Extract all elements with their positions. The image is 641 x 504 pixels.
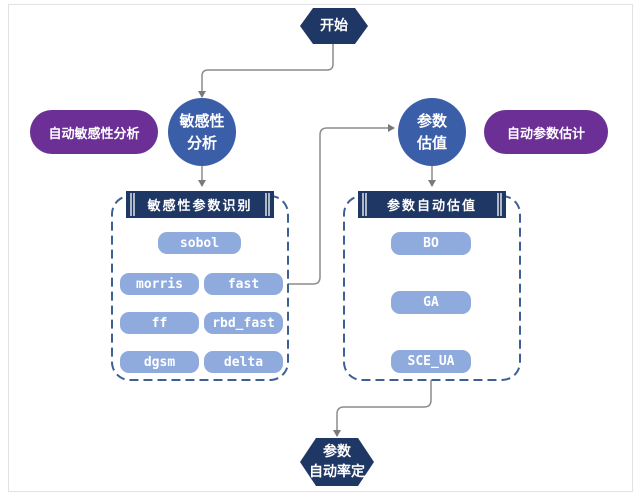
method-ff: ff [120, 312, 199, 334]
start-label: 开始 [300, 8, 368, 44]
sensitivity-panel-title: 敏感性参数识别 [147, 199, 253, 214]
end-line2: 自动率定 [309, 464, 365, 480]
auto-estimation-badge: 自动参数估计 [484, 110, 608, 154]
method-sobol: sobol [158, 232, 241, 254]
estimation-node-line2: 估值 [416, 134, 447, 152]
method-sce-ua: SCE_UA [391, 350, 471, 373]
connector-fast-to-estimation [287, 124, 395, 285]
connector-start-to-sensitivity [198, 44, 334, 98]
estimation-panel-header-bg [358, 191, 506, 218]
estimation-node-line1: 参数 [416, 112, 447, 130]
sensitivity-circle [168, 98, 236, 166]
method-rbd-fast: rbd_fast [204, 312, 283, 334]
method-delta: delta [204, 351, 283, 373]
sensitivity-node-label: 敏感性 分析 [168, 98, 236, 166]
sensitivity-panel-header-bg [126, 191, 274, 218]
estimation-panel-title: 参数自动估值 [386, 199, 477, 214]
end-hexagon [300, 438, 374, 486]
method-dgsm: dgsm [120, 351, 199, 373]
sensitivity-node-line2: 分析 [186, 134, 217, 152]
estimation-circle [398, 98, 466, 166]
start-hexagon [300, 8, 368, 44]
auto-sensitivity-badge: 自动敏感性分析 [30, 110, 158, 154]
end-line1: 参数 [323, 444, 351, 460]
method-ga: GA [391, 291, 471, 314]
connector-sceua-to-end [333, 373, 432, 437]
sensitivity-node-line1: 敏感性 [179, 112, 225, 130]
end-label: 参数 自动率定 [300, 438, 374, 486]
method-bo: BO [391, 232, 471, 255]
method-morris: morris [120, 273, 199, 295]
start-text: 开始 [320, 18, 348, 34]
estimation-node-label: 参数 估值 [398, 98, 466, 166]
diagram-frame [8, 4, 633, 492]
method-fast: fast [204, 273, 283, 295]
